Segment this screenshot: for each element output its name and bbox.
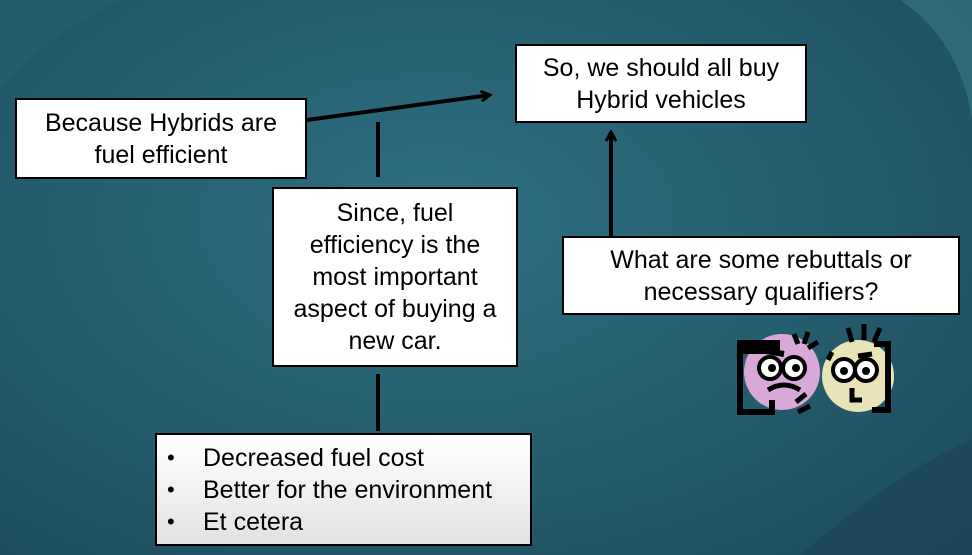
warrant-line: efficiency is the [309,231,481,259]
warrant-line: aspect of buying a [293,295,497,323]
faces-clipart [737,324,894,415]
conclusion-line: Hybrid vehicles [576,85,746,114]
backing-item-text: Decreased fuel cost [203,443,424,472]
warrant-line: new car. [348,327,442,355]
warrant-line: Since, fuel [336,199,454,227]
backing-item-text: Et cetera [203,507,304,536]
data-box: Because Hybrids are fuel efficient [15,98,307,179]
bullet: • [167,444,175,470]
backing-list: • Decreased fuel cost • Better for the e… [167,442,492,538]
bullet: • [167,508,175,534]
thinking-face-icon [737,331,820,415]
backing-item-text: Better for the environment [203,475,493,504]
conclusion-line: So, we should all buy [542,53,780,82]
data-to-conclusion-arrow [306,95,490,122]
surprised-face-icon [822,324,894,413]
backing-list-item: • Decreased fuel cost [167,442,492,474]
warrant-line: most important [312,263,478,291]
rebuttal-box: What are some rebuttals or necessary qua… [562,236,960,315]
warrant-box: Since, fuel efficiency is the most impor… [272,187,518,367]
bullet: • [167,476,175,502]
rebuttal-line: What are some rebuttals or [610,245,912,274]
rebuttal-line: necessary qualifiers? [643,277,879,306]
data-line: Because Hybrids are [44,108,278,137]
backing-list-item: • Better for the environment [167,474,492,506]
backing-list-item: • Et cetera [167,506,492,538]
data-line: fuel efficient [94,140,228,169]
conclusion-box: So, we should all buy Hybrid vehicles [515,44,807,123]
backing-box: • Decreased fuel cost • Better for the e… [155,433,532,546]
